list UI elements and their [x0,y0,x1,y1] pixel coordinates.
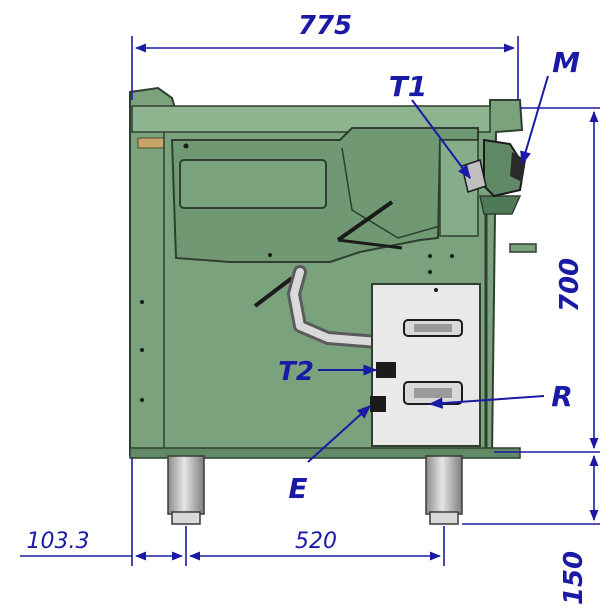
leg-left [167,455,205,525]
callout-t2: T2 [278,357,314,387]
callout-e: E [288,472,307,505]
control-panel [370,283,481,447]
dimension-leg-height: 150 [559,551,589,605]
callout-m: M [552,46,580,79]
leg-right [425,455,463,525]
machine-body [129,86,537,459]
dimension-leg-spacing: 520 [295,529,337,554]
callout-t1: T1 [389,70,428,103]
callout-r: R [551,380,573,413]
dimension-height: 700 [555,258,585,312]
leader-lines [307,75,549,463]
dimension-overall-width: 775 [298,11,352,41]
dimension-lines [20,36,600,566]
dimension-leg-offset: 103.3 [27,529,90,554]
